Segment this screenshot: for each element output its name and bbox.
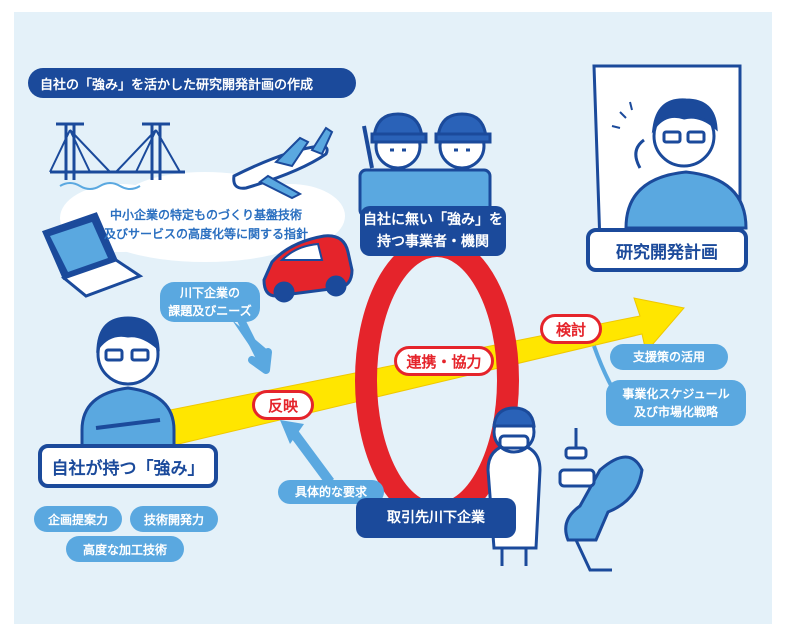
- strength-tag-machining: 高度な加工技術: [66, 536, 184, 562]
- researcher-icon: [611, 98, 748, 230]
- request-arrow-head: [280, 420, 304, 444]
- needs-line-2: 課題及びニーズ: [168, 304, 252, 318]
- cooperation-label: 連携・協力: [394, 346, 494, 376]
- laptop-icon: [41, 212, 144, 298]
- schedule-line-1: 事業化スケジュール: [622, 387, 730, 401]
- schedule-line-2: 及び市場化戦略: [633, 405, 718, 419]
- partners-box: 自社に無い「強み」を 持つ事業者・機関: [360, 206, 506, 256]
- review-label: 検討: [540, 314, 602, 344]
- strength-tag-planning: 企画提案力: [34, 506, 122, 532]
- needs-arrow: [236, 314, 272, 374]
- client-box: 取引先川下企業: [356, 498, 516, 538]
- guideline-line-2: 及びサービスの高度化等に関する指針: [103, 227, 308, 241]
- bridge-icon: [49, 122, 185, 190]
- partners-line-1: 自社に無い「強み」を: [363, 212, 503, 228]
- request-arrow: [285, 425, 335, 485]
- guideline-text: 中小企業の特定ものづくり基盤技術 及びサービスの高度化等に関する指針: [90, 206, 322, 244]
- car-icon: [262, 234, 354, 303]
- own-strength-box: 自社が持つ「強み」: [38, 444, 218, 488]
- dental-chair-icon: [558, 428, 644, 572]
- worker-icon: [358, 112, 492, 218]
- strength-tag-development: 技術開発力: [130, 506, 218, 532]
- schedule-bubble: 事業化スケジュール 及び市場化戦略: [606, 380, 746, 426]
- airplane-icon: [232, 126, 334, 200]
- reflect-label: 反映: [252, 390, 314, 420]
- partners-line-2: 持つ事業者・機関: [377, 234, 489, 250]
- page-title: 自社の「強み」を活かした研究開発計画の作成: [28, 68, 356, 98]
- guideline-line-1: 中小企業の特定ものづくり基盤技術: [109, 208, 302, 222]
- needs-line-1: 川下企業の: [179, 286, 240, 300]
- needs-bubble: 川下企業の 課題及びニーズ: [160, 282, 260, 322]
- support-bubble: 支援策の活用: [610, 344, 728, 370]
- plan-box: 研究開発計画: [586, 228, 748, 272]
- dentist-icon: [486, 406, 542, 566]
- businessman-icon: [80, 316, 176, 452]
